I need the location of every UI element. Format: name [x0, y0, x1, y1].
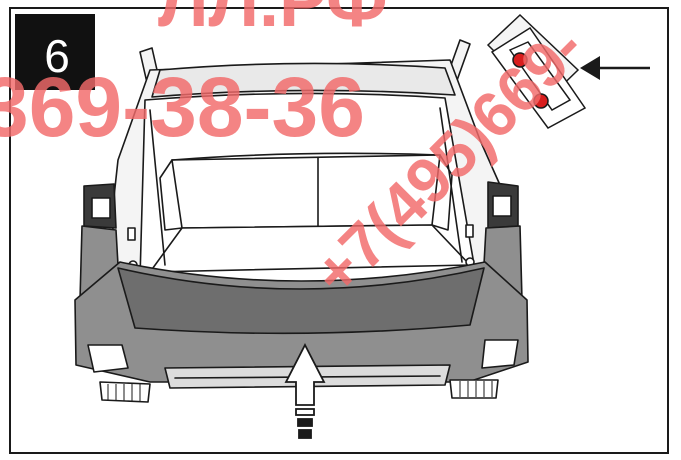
interior-right-trim [439, 107, 463, 263]
seat-top-edge [171, 152, 441, 161]
watermark-line2: 369-38-36 [0, 60, 365, 154]
tyre-right [449, 379, 499, 399]
tyre-left [99, 381, 151, 403]
seat-right-panel [431, 154, 453, 231]
installation-arrow [284, 343, 326, 439]
tail-light-left-lens [91, 197, 111, 219]
tyre-treads [107, 381, 493, 401]
booklet-pointer-arrow [580, 56, 650, 80]
arrow-tail-dash-3 [298, 429, 312, 439]
latch-left [127, 227, 136, 241]
tailgate-frame [151, 62, 456, 98]
arrow-left-icon [580, 56, 600, 80]
reflector-right [481, 339, 519, 369]
tail-light-right-lens [492, 195, 512, 217]
step-badge: 6 [15, 14, 95, 90]
step-number: 6 [44, 30, 70, 82]
latch-right [465, 224, 474, 238]
watermark-line1: ЛЛ.РФ [158, 0, 388, 42]
arrow-up-icon [284, 343, 326, 406]
car-rear-view [74, 39, 529, 403]
arrow-tail-dash-2 [297, 418, 313, 427]
interior-left-trim [149, 109, 166, 266]
bumper-upper-step [117, 267, 485, 335]
arrow-tail-dash-1 [295, 408, 315, 416]
seat-left-panel [159, 159, 183, 231]
booklet-marker-rear [533, 93, 549, 109]
manual-booklet [486, 13, 587, 129]
reflector-left [87, 344, 129, 373]
booklet-marker-front [512, 52, 528, 68]
